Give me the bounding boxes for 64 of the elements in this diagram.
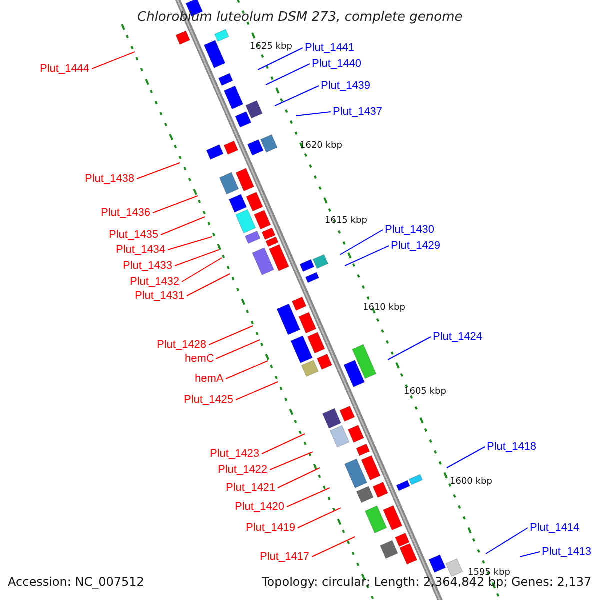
gene-label: Plut_1433	[123, 260, 173, 272]
leader-line	[208, 326, 254, 346]
leader-line	[236, 382, 278, 400]
leader-line	[286, 488, 330, 508]
gene-label: Plut_1437	[333, 106, 383, 118]
leader-line	[344, 246, 390, 266]
gene-label: Plut_1432	[130, 276, 180, 288]
gene-label: hemA	[195, 372, 224, 386]
leader-line	[446, 446, 486, 468]
gene-label: Plut_1422	[218, 464, 268, 476]
gene-label: Plut_1430	[385, 224, 435, 236]
leader-line	[266, 64, 310, 86]
gene-label: Plut_1425	[184, 394, 234, 406]
scale-label: 1595 kbp	[468, 567, 510, 578]
gene-label: Plut_1424	[433, 330, 483, 344]
leader-line	[216, 340, 260, 360]
gene-label: hemC	[185, 352, 214, 366]
leader-line	[92, 52, 136, 70]
leader-line	[174, 250, 220, 266]
leader-line	[182, 258, 222, 282]
leader-line	[262, 434, 306, 454]
scale-label: 1610 kbp	[363, 302, 406, 314]
gene-label: Plut_1423	[210, 448, 260, 460]
scale-label: 1625 kbp	[250, 41, 292, 53]
gene-label: Plut_1421	[226, 482, 276, 494]
leader-line	[298, 508, 342, 528]
leader-line	[486, 528, 528, 554]
gene-label: Plut_1431	[135, 290, 185, 302]
gene-label: Plut_1441	[305, 42, 355, 54]
leader-line	[274, 86, 320, 106]
leader-line	[168, 236, 212, 250]
accession-text: Accession: NC_007512	[8, 574, 144, 590]
scale-label: 1605 kbp	[404, 386, 446, 398]
gene-label: Plut_1436	[101, 206, 151, 220]
leader-line	[160, 216, 206, 236]
gene-label: Plut_1418	[487, 440, 537, 454]
gene-label: Plut_1434	[116, 244, 166, 256]
title: Chlorobium luteolum DSM 273, complete genome	[138, 10, 463, 26]
gene-label: Plut_1439	[321, 80, 371, 92]
gene-label: Plut_1419	[246, 522, 296, 534]
leader-line	[136, 162, 180, 180]
gene-label: Plut_1438	[85, 172, 135, 186]
leader-line	[278, 468, 320, 488]
leader-line	[270, 452, 314, 470]
leader-line	[388, 336, 432, 360]
gene-label: Plut_1428	[157, 338, 207, 352]
leader-line	[226, 360, 268, 380]
leader-line	[186, 274, 230, 296]
leader-line	[152, 196, 198, 214]
leader-line	[520, 552, 540, 558]
gene-label: Plut_1413	[542, 546, 592, 558]
scale-label: 1600 kbp	[450, 476, 492, 488]
gene-label: Plut_1414	[530, 522, 580, 534]
gene-label: Plut_1435	[109, 228, 159, 242]
leader-line	[312, 536, 356, 558]
gene-label: Plut_1420	[235, 500, 285, 514]
gene-label: Plut_1444	[40, 62, 90, 76]
gene-label: Plut_1429	[391, 240, 441, 252]
gene-label: Plut_1440	[312, 58, 362, 70]
leader-line	[340, 230, 384, 256]
scale-label: 1615 kbp	[325, 215, 368, 227]
leader-line	[296, 112, 332, 116]
leader-line	[258, 48, 304, 70]
gene-label: Plut_1417	[260, 550, 310, 564]
